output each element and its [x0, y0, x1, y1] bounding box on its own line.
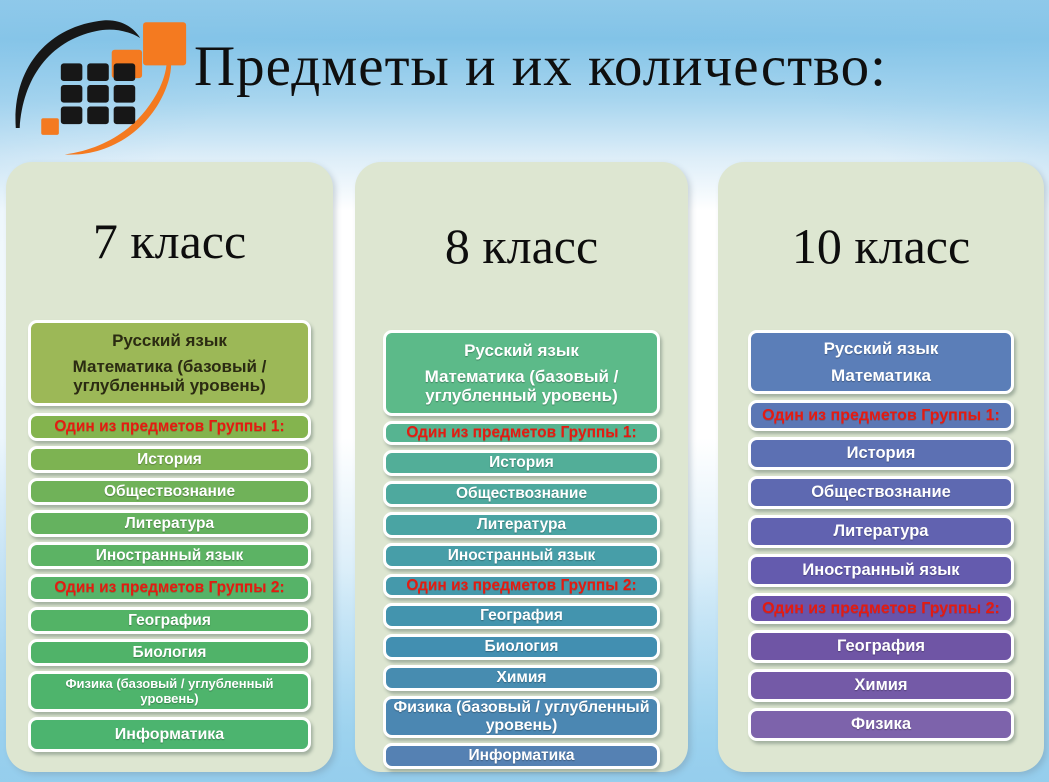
group-label-box: Один из предметов Группы 1:: [28, 413, 311, 441]
panel-heading-10: 10 класс: [791, 218, 971, 274]
panel-heading-8: 8 класс: [444, 218, 599, 274]
subject-box: Биология: [28, 639, 311, 666]
subject-box: Иностранный язык: [28, 542, 311, 569]
subject-box: География: [28, 607, 311, 634]
subject-box: Физика: [748, 708, 1014, 741]
company-logo: [15, 20, 187, 155]
subject-box: Физика (базовый / углубленный уровень): [28, 671, 311, 712]
subject-box: Информатика: [383, 743, 660, 769]
subject-label: Русский язык: [464, 340, 579, 360]
subject-stack-7: Русский язык Математика (базовый / углуб…: [6, 320, 333, 752]
slide-title: Предметы и их количество:: [194, 35, 887, 98]
panel-heading-7: 7 класс: [92, 213, 247, 269]
subject-label: Математика (базовый / углубленный уровен…: [72, 356, 267, 396]
required-subjects-box: Русский язык Математика (базовый / углуб…: [28, 320, 311, 406]
subject-box: Иностранный язык: [748, 554, 1014, 587]
subject-label: Русский язык: [112, 330, 227, 350]
subject-box: История: [383, 450, 660, 476]
subject-box: Обществознание: [748, 476, 1014, 509]
subject-box: Информатика: [28, 717, 311, 752]
subject-label: Русский язык: [823, 339, 939, 359]
subject-box: Физика (базовый / углубленный уровень): [383, 696, 660, 738]
group-label-box: Один из предметов Группы 2:: [28, 574, 311, 602]
logo-orange-square-large: [143, 22, 187, 66]
subject-box: География: [748, 630, 1014, 663]
class-panel-7: 7 класс Русский язык Математика (базовый…: [6, 162, 333, 772]
subject-stack-10: Русский язык Математика Один из предмето…: [718, 330, 1044, 741]
subject-box: Литература: [28, 510, 311, 537]
required-subjects-box: Русский язык Математика (базовый / углуб…: [383, 330, 660, 416]
subject-box: История: [28, 446, 311, 473]
subject-box: Химия: [748, 669, 1014, 702]
class-panel-10: 10 класс Русский язык Математика Один из…: [718, 162, 1044, 772]
subject-box: Биология: [383, 634, 660, 660]
class-panel-8: 8 класс Русский язык Математика (базовый…: [355, 162, 688, 772]
group-label-box: Один из предметов Группы 2:: [383, 574, 660, 598]
subject-box: География: [383, 603, 660, 629]
class-panels: 7 класс Русский язык Математика (базовый…: [6, 162, 1044, 772]
subject-stack-8: Русский язык Математика (базовый / углуб…: [355, 330, 688, 769]
subject-box: Обществознание: [383, 481, 660, 507]
logo-black-swoosh: [15, 20, 141, 129]
subject-box: Химия: [383, 665, 660, 691]
required-subjects-box: Русский язык Математика: [748, 330, 1014, 394]
subject-box: Литература: [383, 512, 660, 538]
logo-orange-square-small: [41, 118, 59, 135]
group-label-box: Один из предметов Группы 1:: [748, 400, 1014, 431]
subject-box: Иностранный язык: [383, 543, 660, 569]
group-label-box: Один из предметов Группы 1:: [383, 421, 660, 445]
subject-box: Литература: [748, 515, 1014, 548]
subject-box: История: [748, 437, 1014, 470]
subject-label: Математика: [831, 365, 931, 385]
logo-grid-icon: [60, 63, 136, 125]
subject-box: Обществознание: [28, 478, 311, 505]
subject-label: Математика (базовый / углубленный уровен…: [424, 366, 619, 406]
group-label-box: Один из предметов Группы 2:: [748, 593, 1014, 624]
